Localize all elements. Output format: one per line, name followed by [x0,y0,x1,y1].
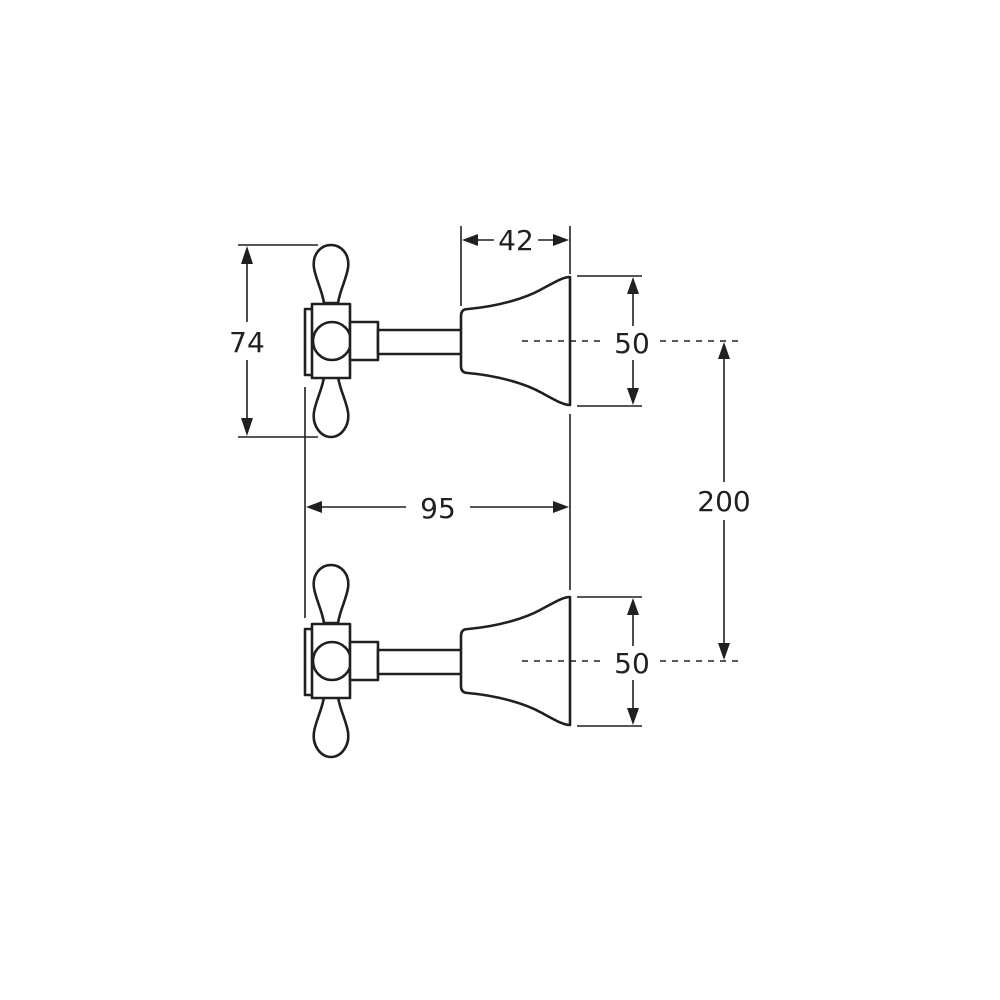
top-outlet-label: 50 [614,327,650,360]
spout-depth-label: 42 [498,224,534,257]
top-tap-assembly [303,243,572,439]
bottom-outlet-dimension: 50 [577,596,650,727]
overall-projection-dimension: 95 [304,387,571,618]
top-outlet-dimension: 50 [577,275,650,407]
centre-spacing-dimension: 200 [697,342,751,660]
handle-height-label: 74 [229,326,265,359]
bottom-tap-assembly [303,563,572,759]
spout-depth-dimension: 42 [460,224,571,306]
bottom-outlet-label: 50 [614,647,650,680]
centre-spacing-label: 200 [697,485,750,518]
handle-height-dimension: 74 [222,244,318,438]
centre-lines [522,340,738,662]
overall-projection-label: 95 [420,492,456,525]
